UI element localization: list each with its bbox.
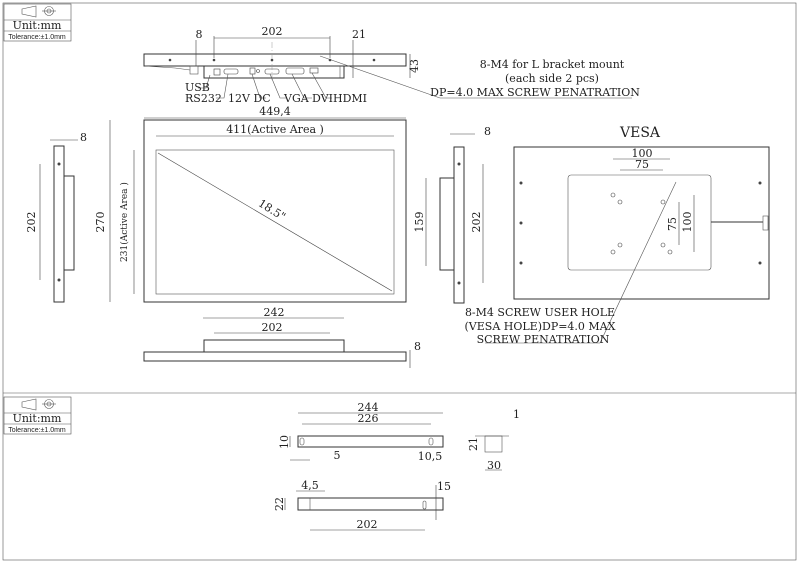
bracket-note-line1: 8-M4 for L bracket mount — [480, 58, 625, 71]
dim-thickness: 8 — [80, 131, 87, 144]
dim-22: 22 — [273, 497, 286, 511]
dim-left: 8 — [196, 28, 203, 41]
dim-holes: 202 — [262, 25, 283, 38]
dim-holes: 202 — [470, 212, 483, 233]
dim-244: 244 — [358, 401, 379, 414]
dim-30: 30 — [487, 459, 501, 472]
vesa-note-line1: 8-M4 SCREW USER HOLE — [465, 306, 615, 319]
dim-depth: 43 — [408, 59, 421, 73]
dim-v75: 75 — [666, 217, 679, 231]
dim-holes: 202 — [262, 321, 283, 334]
top-view: 202 8 21 43 USB RS232 12V DC VGA DVI HDM… — [143, 25, 640, 105]
vesa-title: VESA — [619, 125, 661, 141]
bracket-note-line2: (each side 2 pcs) — [505, 72, 599, 85]
title-block: Unit:mm Tolerance:±1.0mm — [3, 3, 72, 42]
dim-5: 5 — [334, 449, 341, 462]
right-side-view: 8 159 202 — [413, 125, 491, 304]
dim-4-5: 4,5 — [301, 479, 319, 492]
dim-10-5: 10,5 — [418, 450, 443, 463]
dim-inner: 159 — [413, 212, 426, 233]
unit-label: Unit:mm — [13, 412, 62, 425]
dim-active-height: 231(Active Area ) — [119, 182, 130, 262]
front-view: 449,4 411(Active Area ) 270 231(Active A… — [94, 105, 407, 303]
left-side-view: 8 202 — [25, 131, 87, 303]
tolerance-label: Tolerance:±1.0mm — [8, 427, 66, 434]
projection-symbol-icon — [21, 5, 56, 18]
port-label-usb: USB — [185, 81, 210, 94]
dim-h75: 75 — [635, 158, 649, 171]
bottom-view: 242 202 8 — [143, 306, 421, 368]
dim-1: 1 — [513, 408, 520, 421]
dim-thickness: 8 — [484, 125, 491, 138]
dim-holes: 202 — [25, 212, 38, 233]
port-label-vga: VGA — [283, 92, 310, 105]
title-block-2: Unit:mm Tolerance:±1.0mm — [3, 396, 72, 435]
dim-h100: 100 — [632, 147, 653, 160]
dim-diagonal: 18.5" — [256, 197, 288, 224]
projection-symbol-icon — [21, 398, 56, 411]
dim-thickness: 8 — [414, 340, 421, 353]
tolerance-label: Tolerance:±1.0mm — [8, 34, 66, 41]
dim-15: 15 — [437, 480, 451, 493]
port-label-hdmi: HDMI — [333, 92, 367, 105]
dim-v100: 100 — [681, 212, 694, 233]
dim-202: 202 — [357, 518, 378, 531]
vesa-note-line3: SCREW PENATRATION — [477, 333, 610, 346]
vesa-note-line2: (VESA HOLE)DP=4.0 MAX — [465, 320, 616, 333]
port-label-dvi: DVI — [312, 92, 333, 105]
dim-active-width: 411(Active Area ) — [226, 123, 324, 136]
unit-label: Unit:mm — [13, 19, 62, 32]
port-label-dc: 12V DC — [228, 92, 271, 105]
dim-outer: 242 — [264, 306, 285, 319]
dim-width: 449,4 — [259, 105, 291, 118]
port-label-rs232: RS232 — [185, 92, 222, 105]
dim-226: 226 — [358, 412, 379, 425]
bracket-note-line3: DP=4.0 MAX SCREW PENATRATION — [430, 86, 640, 99]
vesa-view: VESA 100 75 75 100 8-M4 SCREW USER HOLE … — [465, 125, 770, 346]
dim-right: 21 — [352, 28, 366, 41]
dim-height: 270 — [94, 212, 107, 233]
bracket-view: 244 226 10 5 10,5 1 21 30 4,5 15 22 202 — [273, 401, 520, 531]
dim-21: 21 — [467, 437, 480, 451]
dim-10: 10 — [278, 435, 291, 449]
